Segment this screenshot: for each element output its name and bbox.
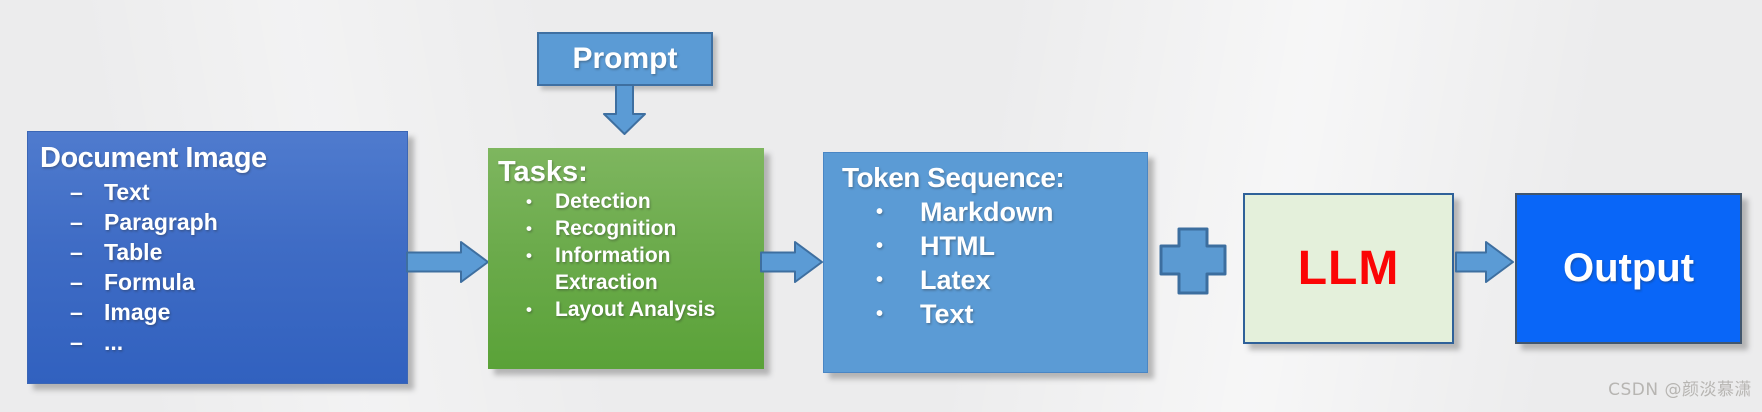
list-item: • HTML bbox=[842, 229, 1141, 263]
list-item-label: Formula bbox=[104, 269, 195, 295]
list-item-label: ... bbox=[104, 329, 124, 355]
list-item: • Layout Analysis bbox=[498, 296, 756, 323]
list-item: – Paragraph bbox=[40, 207, 397, 237]
dash-bullet: – bbox=[70, 179, 83, 205]
list-item-label: Detection bbox=[555, 190, 651, 213]
list-item: – Table bbox=[40, 237, 397, 267]
tasks-title: Tasks: bbox=[498, 156, 588, 188]
dot-bullet: • bbox=[526, 192, 532, 211]
dot-bullet: • bbox=[876, 201, 884, 223]
list-item-label: Table bbox=[104, 239, 163, 265]
dash-bullet: – bbox=[70, 329, 83, 355]
dot-bullet: • bbox=[876, 269, 884, 291]
list-item: • Markdown bbox=[842, 195, 1141, 229]
arrow-right-icon bbox=[760, 241, 823, 283]
dot-bullet: • bbox=[526, 219, 532, 238]
list-item: • Information Extraction bbox=[498, 242, 756, 296]
prompt-label: Prompt bbox=[572, 42, 678, 75]
prompt-node: Prompt bbox=[537, 32, 713, 86]
list-item-label: Text bbox=[104, 179, 150, 205]
dash-bullet: – bbox=[70, 299, 83, 325]
list-item-label: Information Extraction bbox=[555, 244, 671, 294]
llm-label: LLM bbox=[1297, 242, 1400, 295]
watermark: CSDN @颜淡慕潇 bbox=[1608, 380, 1752, 400]
dot-bullet: • bbox=[876, 235, 884, 257]
document-image-list: – Text – Paragraph – Table – Formula – I… bbox=[40, 177, 397, 357]
tasks-node: Tasks: • Detection • Recognition • Infor… bbox=[488, 148, 764, 369]
document-image-title: Document Image bbox=[40, 142, 267, 174]
plus-icon bbox=[1159, 227, 1227, 295]
list-item-label: Recognition bbox=[555, 217, 677, 240]
dash-bullet: – bbox=[70, 239, 83, 265]
list-item: • Detection bbox=[498, 188, 756, 215]
llm-node: LLM bbox=[1243, 193, 1454, 344]
list-item: – Formula bbox=[40, 267, 397, 297]
output-label: Output bbox=[1562, 246, 1695, 290]
token-sequence-title: Token Sequence: bbox=[842, 162, 1065, 193]
tasks-list: • Detection • Recognition • Information … bbox=[498, 188, 756, 323]
arrow-down-icon bbox=[603, 84, 646, 135]
list-item-label: HTML bbox=[920, 231, 995, 261]
output-node: Output bbox=[1515, 193, 1742, 344]
document-image-node: Document Image – Text – Paragraph – Tabl… bbox=[27, 131, 408, 384]
list-item: – Image bbox=[40, 297, 397, 327]
list-item: – ... bbox=[40, 327, 397, 357]
dash-bullet: – bbox=[70, 269, 83, 295]
arrow-right-icon bbox=[406, 241, 489, 283]
dash-bullet: – bbox=[70, 209, 83, 235]
arrow-right-icon bbox=[1455, 241, 1514, 283]
list-item-label: Image bbox=[104, 299, 171, 325]
list-item: – Text bbox=[40, 177, 397, 207]
dot-bullet: • bbox=[526, 300, 532, 319]
list-item-label: Layout Analysis bbox=[555, 298, 716, 321]
list-item: • Latex bbox=[842, 263, 1141, 297]
list-item-label: Paragraph bbox=[104, 209, 218, 235]
token-sequence-list: • Markdown • HTML • Latex • Text bbox=[842, 195, 1141, 331]
list-item-label: Markdown bbox=[920, 197, 1054, 227]
list-item: • Recognition bbox=[498, 215, 756, 242]
dot-bullet: • bbox=[876, 303, 884, 325]
list-item: • Text bbox=[842, 297, 1141, 331]
dot-bullet: • bbox=[526, 246, 532, 265]
list-item-label: Text bbox=[920, 299, 974, 329]
list-item-label: Latex bbox=[920, 265, 991, 295]
token-sequence-node: Token Sequence: • Markdown • HTML • Late… bbox=[823, 152, 1148, 373]
